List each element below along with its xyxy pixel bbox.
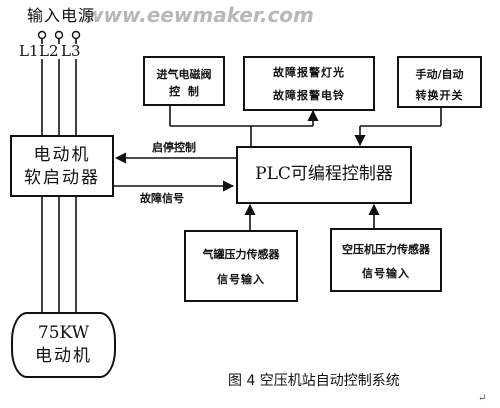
terminal-l3 (71, 30, 81, 40)
terminal-l2 (54, 30, 64, 40)
fault-alarm-box: 故障报警灯光 故障报警电铃 (243, 56, 375, 111)
tank-pressure-sensor-box: 气罐压力传感器 信号输入 (184, 230, 298, 302)
soft-starter-line-2: 软启动器 (24, 168, 100, 188)
manual-auto-line-2: 转换开关 (415, 89, 464, 102)
manual-auto-line-1: 手动/自动 (415, 68, 464, 81)
soft-starter-line-1: 电动机 (33, 145, 91, 165)
intake-valve-line-1: 进气电磁阀 (156, 68, 212, 81)
tank-pressure-line-1: 气罐压力传感器 (202, 248, 280, 261)
compressor-pressure-line-2: 信号输入 (362, 267, 410, 280)
phase-label-l3: L3 (60, 42, 82, 60)
phase-label-l1: L1 (19, 42, 39, 60)
phase-label-l2: L2 (38, 42, 60, 60)
motor-power-label: 75KW (37, 323, 90, 343)
motor-box: 75KW 电动机 (11, 312, 116, 378)
watermark-text: www.eewmaker.com (85, 3, 314, 27)
motor-name-label: 电动机 (35, 346, 92, 366)
input-power-title: 输入电源 (27, 6, 96, 25)
plc-label: PLC可编程控制器 (255, 164, 393, 184)
intake-valve-box: 进气电磁阀 控 制 (143, 56, 225, 106)
fault-alarm-line-2: 故障报警电铃 (273, 89, 345, 102)
tank-pressure-line-2: 信号输入 (217, 273, 265, 286)
compressor-pressure-line-1: 空压机压力传感器 (342, 243, 430, 256)
intake-valve-line-2: 控 制 (169, 85, 199, 98)
manual-auto-switch-box: 手动/自动 转换开关 (397, 56, 482, 108)
start-stop-label: 启停控制 (152, 141, 196, 154)
paragraph-mark: ↵ (478, 393, 487, 404)
compressor-pressure-sensor-box: 空压机压力传感器 信号输入 (330, 228, 442, 292)
soft-starter-box: 电动机 软启动器 (10, 135, 114, 197)
figure-caption: 图 4 空压机站自动控制系统 (228, 373, 400, 389)
fault-signal-label: 故障信号 (140, 192, 184, 205)
terminal-l1 (37, 30, 47, 40)
plc-box: PLC可编程控制器 (236, 146, 412, 204)
fault-alarm-line-1: 故障报警灯光 (273, 66, 345, 79)
